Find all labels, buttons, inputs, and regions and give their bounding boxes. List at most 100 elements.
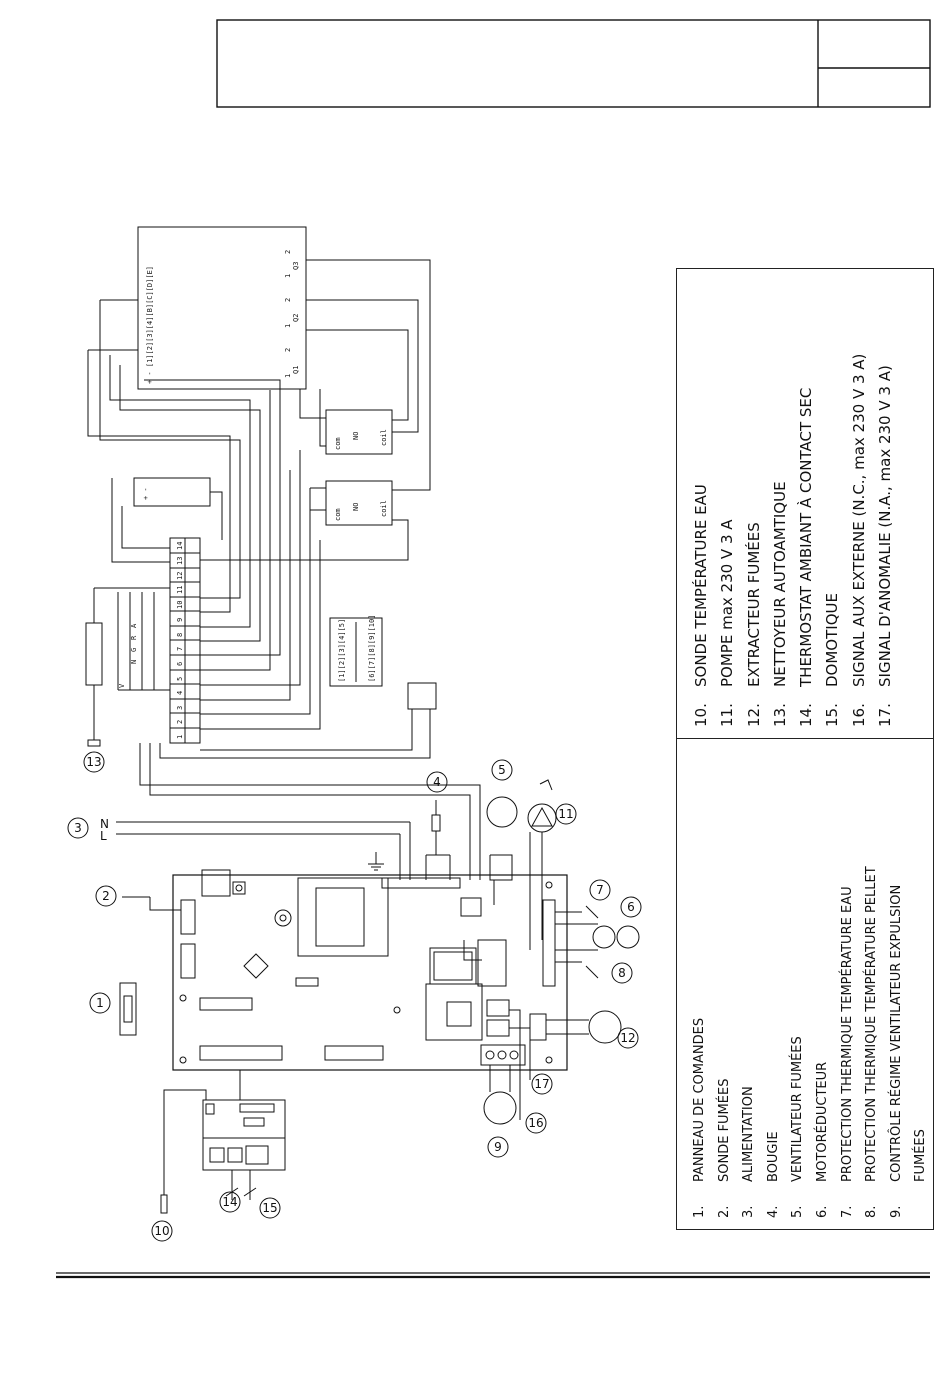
callout-labels: 1 2 3 4 5 6 7 8 9 10 11 12 13 14 15 16 1… — [74, 755, 635, 1238]
tb-8: 8 — [176, 633, 184, 637]
legend-label: PROTECTION THERMIQUE TEMPÉRATURE EAU — [839, 886, 855, 1182]
legend-item-17: 17.SIGNAL D'ANOMALIE (N.A., max 230 V 3 … — [872, 267, 898, 727]
legend-item-6: 6.MOTORÉDUCTEUR — [811, 748, 836, 1218]
callout-9: 9 — [494, 1140, 502, 1154]
diagram-small-labels: L N V N G R A 1 2 3 4 5 6 7 8 9 10 11 12… — [100, 250, 388, 843]
legend-num: 8. — [864, 1205, 880, 1218]
relay-upper-no: NO — [352, 432, 360, 440]
callout-15: 15 — [262, 1201, 277, 1215]
q3-pin-1: 1 — [284, 274, 292, 278]
relay-upper-coil: coil — [380, 429, 388, 446]
callout-11: 11 — [558, 807, 573, 821]
module-output-q3: Q3 — [292, 262, 300, 270]
relay-lower-coil: coil — [380, 500, 388, 517]
tb-14: 14 — [176, 542, 184, 550]
relay-upper-com: com — [334, 437, 342, 450]
legend-label: PROTECTION THERMIQUE TEMPÉRATURE PELLET — [864, 866, 880, 1182]
q2-pin-1: 1 — [284, 324, 292, 328]
legend-item-3: 3.ALIMENTATION — [737, 748, 762, 1218]
tb-12: 12 — [176, 572, 184, 580]
callouts — [67, 751, 642, 1242]
tb-11: 11 — [176, 586, 184, 594]
footer-rule — [56, 1272, 930, 1279]
legend-label: EXTRACTEUR FUMÉES — [744, 522, 763, 687]
legend-left-column: 1. PANNEAU DE COMANDES 2.SONDE FUMÉES 3.A… — [688, 748, 934, 1218]
legend-label: NETTOYEUR AUTOAMTIQUE — [770, 481, 789, 687]
legend-item-9: 9.CONTRÔLE RÉGIME VENTILATEUR EXPULSION — [885, 748, 910, 1218]
callout-10: 10 — [154, 1224, 169, 1238]
glow-plug — [425, 800, 451, 880]
q1-pin-2: 2 — [284, 348, 292, 352]
main-board — [172, 869, 568, 1071]
tb-7: 7 — [176, 647, 184, 651]
legend-label: DOMOTIQUE — [823, 593, 842, 687]
legend-num: 16. — [849, 703, 868, 727]
tb-3: 3 — [176, 706, 184, 710]
small-connector-top: [1][2][3][4][5] — [338, 619, 346, 682]
legend-num: 17. — [876, 703, 895, 727]
callout-12: 12 — [620, 1031, 635, 1045]
control-wires — [87, 259, 431, 730]
legend-num: 13. — [770, 703, 789, 727]
legend-label: CONTRÔLE RÉGIME VENTILATEUR EXPULSION — [888, 884, 904, 1182]
legend-label: SONDE FUMÉES — [716, 1078, 732, 1182]
legend-item-2: 2.SONDE FUMÉES — [713, 748, 738, 1218]
probe-wire-a: A — [130, 623, 138, 628]
tb-2: 2 — [176, 720, 184, 724]
legend-num: 4. — [765, 1205, 781, 1218]
smoke-fan — [486, 796, 518, 881]
legend-item-12: 12.EXTRACTEUR FUMÉES — [741, 267, 767, 727]
relay-lower — [325, 480, 393, 526]
legend-label: BOUGIE — [765, 1131, 781, 1182]
legend-label: VENTILATEUR FUMÉES — [790, 1036, 806, 1182]
legend-item-16: 16.SIGNAL AUX EXTERNE (N.C., max 230 V 3… — [846, 267, 872, 727]
automatic-cleaner-probe — [85, 587, 170, 747]
fan-speed-control — [483, 1065, 517, 1125]
relay-lower-no: NO — [352, 503, 360, 511]
callout-7: 7 — [596, 883, 604, 897]
legend-label: PANNEAU DE COMANDES — [692, 1017, 707, 1182]
callout-6: 6 — [627, 900, 635, 914]
control-panel — [119, 982, 137, 1036]
legend-item-9-cont: FUMÉES — [909, 748, 934, 1218]
legend-num: 10. — [692, 703, 710, 727]
legend-label: FUMÉES — [913, 1129, 929, 1182]
aux-connector — [159, 682, 437, 759]
legend-num: 1. — [692, 1205, 707, 1218]
probe-wire-g: G — [130, 648, 138, 652]
legend-label: MOTORÉDUCTEUR — [814, 1061, 830, 1182]
legend-item-10: 10. SONDE TEMPÉRATURE EAU — [688, 267, 714, 727]
aux-board — [160, 1070, 286, 1214]
supply-label-n: N — [100, 817, 109, 831]
pump — [527, 779, 557, 950]
module-output-q1: Q1 — [292, 366, 300, 374]
tb-13: 13 — [176, 557, 184, 565]
legend-num: 3. — [741, 1205, 757, 1218]
legend-num: 14. — [797, 703, 816, 727]
tb-5: 5 — [176, 677, 184, 681]
legend-item-15: 15.DOMOTIQUE — [819, 267, 845, 727]
terminal-block — [169, 537, 201, 744]
legend-item-8: 8. PROTECTION THERMIQUE TEMPÉRATURE PELLE… — [860, 748, 885, 1218]
tb-10: 10 — [176, 601, 184, 609]
thermal-protections — [555, 905, 640, 979]
legend-item-1: 1. PANNEAU DE COMANDES — [688, 748, 713, 1218]
tb-4: 4 — [176, 691, 184, 695]
legend-box — [676, 268, 934, 1230]
relay-lower-com: com — [334, 508, 342, 521]
legend-label: SONDE TEMPÉRATURE EAU — [692, 484, 710, 687]
legend-item-14: 14. THERMOSTAT AMBIANT À CONTACT SEC — [793, 267, 819, 727]
extractor — [546, 1010, 622, 1044]
callout-16: 16 — [528, 1116, 543, 1130]
legend-label: THERMOSTAT AMBIANT À CONTACT SEC — [797, 387, 816, 687]
small-connector-bottom: [6][7][8][9][10] — [368, 615, 376, 682]
callout-3: 3 — [74, 821, 82, 835]
small-connector — [329, 617, 383, 687]
callout-13: 13 — [86, 755, 101, 769]
legend-num — [909, 1182, 934, 1218]
tb-6: 6 — [176, 662, 184, 666]
tb-1: 1 — [176, 735, 184, 739]
smoke-probe — [122, 896, 181, 911]
